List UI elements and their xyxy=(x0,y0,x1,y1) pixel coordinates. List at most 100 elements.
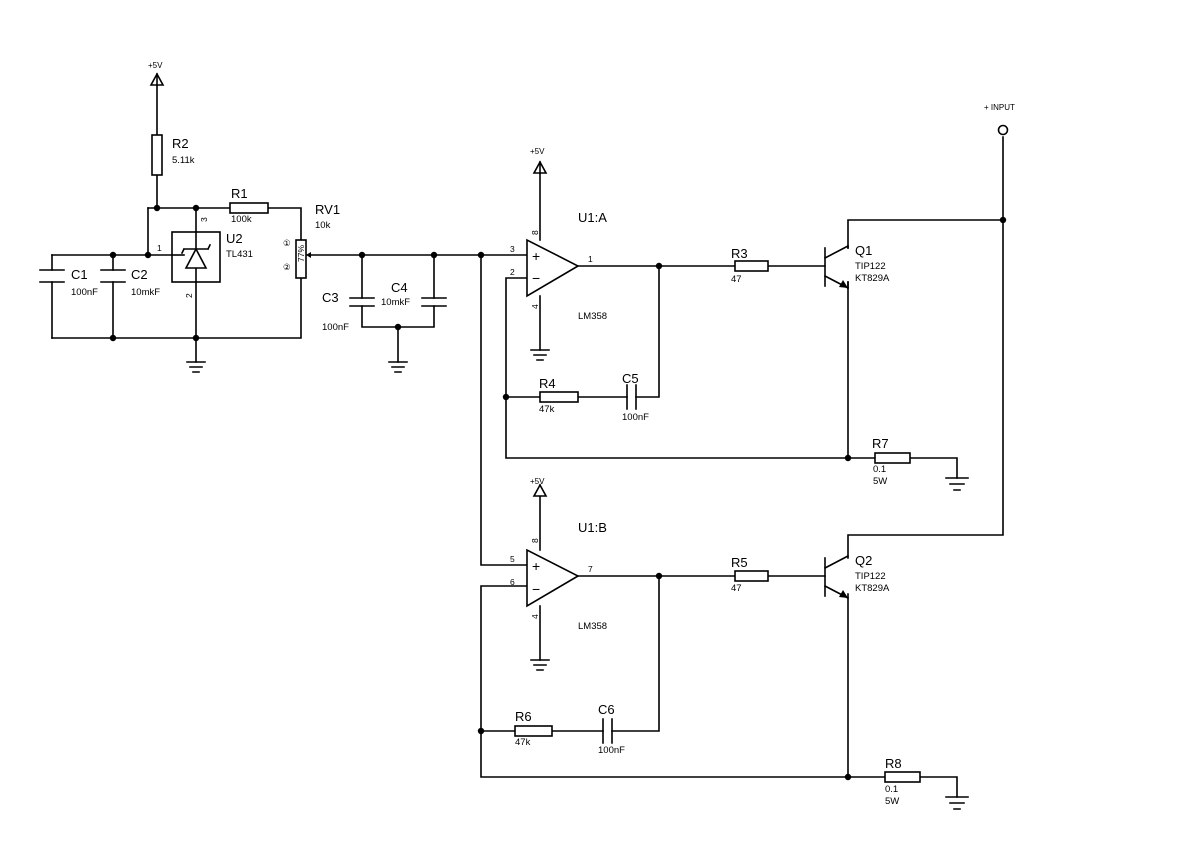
component-value: 47 xyxy=(731,583,742,594)
junction-dot xyxy=(655,262,663,270)
plus-sign: + xyxy=(532,248,540,264)
potentiometer-setting: 77% xyxy=(296,245,306,262)
component-ref: C2 xyxy=(131,267,148,282)
component-value: TIP122 xyxy=(855,261,886,272)
junction-dot xyxy=(109,334,117,342)
vcc-top: +5V xyxy=(148,61,165,86)
junction-dot xyxy=(394,323,402,331)
component-value: TIP122 xyxy=(855,571,886,582)
component-value: 100nF xyxy=(322,322,349,333)
junction-dot xyxy=(192,204,200,212)
resistor-r2: R2 5.11k xyxy=(151,134,195,176)
component-value: 10mkF xyxy=(381,297,410,308)
component-ref: R4 xyxy=(539,376,556,391)
component-ref: R5 xyxy=(731,555,748,570)
junction-dot xyxy=(109,251,117,259)
potentiometer-rv1: 77% RV1 10k ① ② xyxy=(283,202,340,279)
pin-label: 1 xyxy=(157,243,162,253)
resistor-r4: R4 47k xyxy=(539,376,579,415)
junction-dot xyxy=(999,216,1007,224)
component-ref: U2 xyxy=(226,231,243,246)
junction-dot xyxy=(655,572,663,580)
plus-sign: + xyxy=(532,558,540,574)
pin-label: 3 xyxy=(199,217,209,222)
pin-label: 4 xyxy=(530,614,540,619)
component-ref: Q2 xyxy=(855,553,872,568)
junction-dot xyxy=(144,251,152,259)
capacitor-c6: C6 100nF xyxy=(598,702,625,756)
pin-label: 2 xyxy=(184,293,194,298)
pin-label: ① xyxy=(283,238,291,248)
resistor-icon xyxy=(514,725,553,737)
component-value: LM358 xyxy=(578,621,607,632)
component-ref: C6 xyxy=(598,702,615,717)
minus-sign: − xyxy=(532,270,540,286)
component-value: 47k xyxy=(539,404,555,415)
emitter-arrow-icon xyxy=(839,280,848,288)
capacitor-c4: C4 10mkF xyxy=(381,280,447,308)
pin-label: ② xyxy=(283,262,291,272)
component-alt: KT829A xyxy=(855,273,890,284)
capacitor-icon xyxy=(602,718,613,744)
transistor-q2: Q2 TIP122 KT829A xyxy=(823,553,890,600)
component-value: 10k xyxy=(315,220,331,231)
vcc-u1a: +5V xyxy=(530,147,548,174)
component-ref: R3 xyxy=(731,246,748,261)
pin-label: 1 xyxy=(588,254,593,264)
ground-icon xyxy=(945,796,969,810)
capacitor-icon xyxy=(39,269,65,283)
component-ref: R8 xyxy=(885,756,902,771)
component-value: 0.1 xyxy=(873,464,886,475)
minus-sign: − xyxy=(532,581,540,597)
component-rating: 5W xyxy=(873,476,887,487)
component-value: 100nF xyxy=(598,745,625,756)
resistor-r5: R5 47 xyxy=(731,555,769,594)
capacitor-icon xyxy=(100,269,126,283)
vcc-u1b: +5V xyxy=(530,477,548,497)
resistor-r1: R1 100k xyxy=(229,186,269,225)
component-ref: U1:B xyxy=(578,520,607,535)
ground-icon xyxy=(945,477,969,491)
ground-icon xyxy=(530,349,550,361)
resistor-icon xyxy=(874,452,911,464)
junction-dot xyxy=(502,393,510,401)
component-value: 0.1 xyxy=(885,784,898,795)
transistor-q1: Q1 TIP122 KT829A xyxy=(823,243,890,290)
component-ref: R7 xyxy=(872,436,889,451)
input-terminal: + INPUT xyxy=(984,103,1015,136)
vcc-label: +5V xyxy=(530,477,545,486)
junction-dot xyxy=(358,251,366,259)
component-ref: C3 xyxy=(322,290,339,305)
capacitor-icon xyxy=(421,297,447,307)
vcc-label: +5V xyxy=(530,147,545,156)
opamp-icon xyxy=(526,238,580,298)
component-ref: C4 xyxy=(391,280,408,295)
emitter-arrow-icon xyxy=(839,590,848,598)
component-value: 47 xyxy=(731,274,742,285)
wires xyxy=(51,84,1004,798)
pin-label: 3 xyxy=(510,244,515,254)
component-ref: U1:A xyxy=(578,210,607,225)
component-value: 47k xyxy=(515,737,531,748)
component-alt: KT829A xyxy=(855,583,890,594)
component-ref: R6 xyxy=(515,709,532,724)
resistor-icon xyxy=(734,260,769,272)
junction-dot xyxy=(153,204,161,212)
resistor-icon xyxy=(884,771,921,783)
component-value: 100nF xyxy=(622,412,649,423)
vcc-label: +5V xyxy=(148,61,163,70)
component-value: 10mkF xyxy=(131,287,160,298)
opamp-u1a: + − U1:A LM358 3 2 1 8 4 xyxy=(510,210,607,322)
ground-icon xyxy=(388,361,408,373)
junction-dot xyxy=(477,251,485,259)
capacitor-c1: C1 100nF xyxy=(39,267,98,298)
pin-label: 7 xyxy=(588,564,593,574)
pin-label: 6 xyxy=(510,577,515,587)
junction-dot xyxy=(430,251,438,259)
resistor-icon xyxy=(539,391,579,403)
resistor-icon xyxy=(151,134,163,176)
resistor-icon xyxy=(734,570,769,582)
capacitor-c3: C3 100nF xyxy=(322,290,375,333)
junction-dot xyxy=(192,334,200,342)
opamp-icon xyxy=(526,548,580,608)
